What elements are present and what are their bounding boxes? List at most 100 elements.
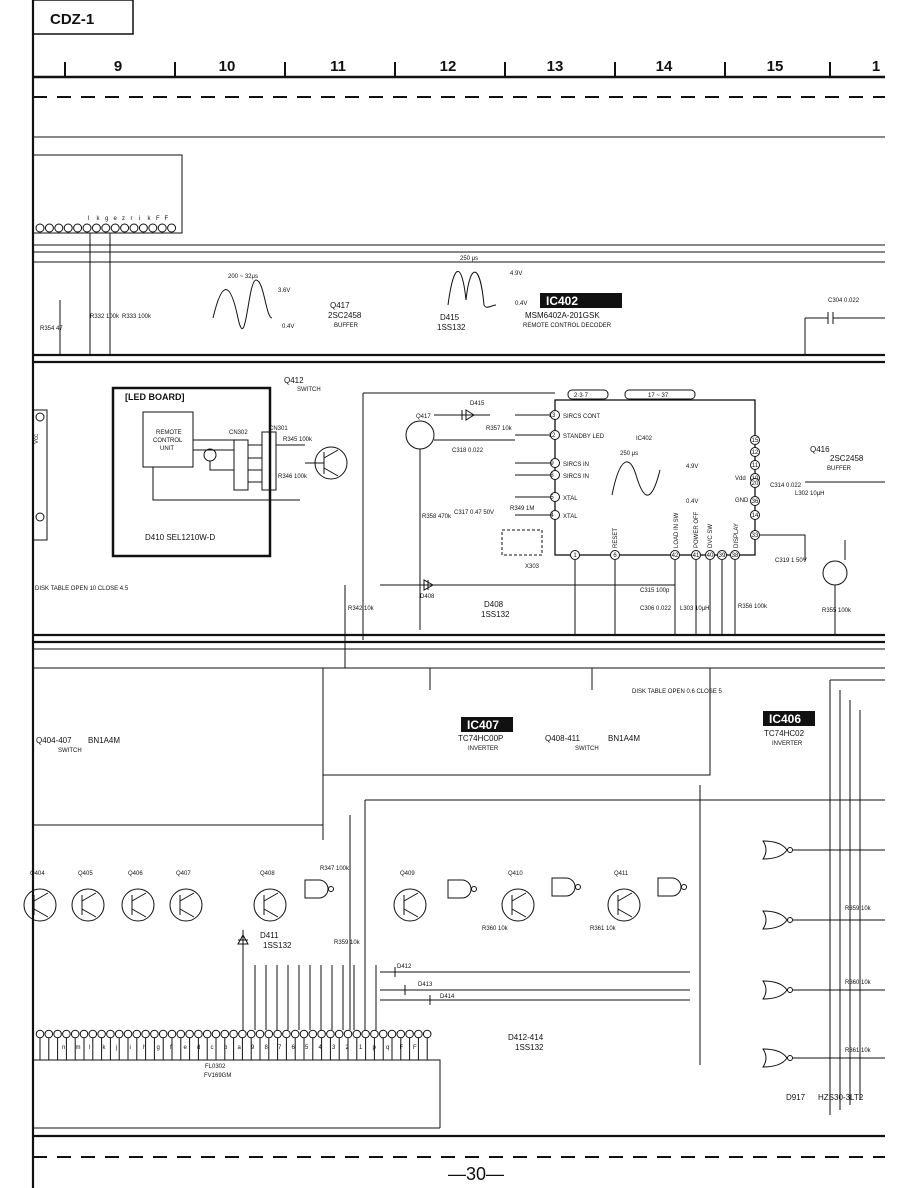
grid-pin: [352, 1029, 362, 1039]
svg-text:42: 42: [672, 553, 679, 559]
grid-pin: [396, 1029, 406, 1039]
grid-pin: [53, 1029, 62, 1039]
grid-pin: [422, 1029, 432, 1039]
transistor-ref: Q409: [400, 871, 415, 877]
transistor-symbol: [71, 888, 105, 922]
svg-text:5: 5: [550, 495, 554, 501]
ic402-pin: [750, 496, 760, 506]
nor-gate: [762, 980, 788, 1000]
grid-pin: [255, 1029, 265, 1039]
grid-pin: [202, 1029, 212, 1039]
column-number-1: 1: [872, 58, 880, 75]
svg-text:0.4V: 0.4V: [515, 301, 527, 307]
column-number-12: 12: [440, 58, 457, 75]
grid-pin-label: k: [103, 1045, 107, 1051]
grid-pin: [370, 1029, 379, 1039]
ic402-pin: [750, 510, 760, 520]
grid-pin: [405, 1029, 414, 1039]
svg-text:12: 12: [549, 433, 556, 439]
grid-pin-label: e: [184, 1045, 188, 1051]
model-tag: CDZ-1: [50, 11, 94, 28]
d411-part: 1SS132: [263, 941, 292, 950]
ic402-pin: [691, 550, 701, 560]
svg-text:R359 10k: R359 10k: [334, 940, 361, 946]
d408-part: 1SS132: [481, 610, 510, 619]
led-board-title: [LED BOARD]: [125, 392, 185, 402]
grid-pin-label: F: [400, 1045, 404, 1051]
svg-text:3.6V: 3.6V: [278, 288, 290, 294]
ic402-pin: [670, 550, 680, 560]
grid-pin-label: i: [130, 1045, 131, 1051]
svg-text:CN301: CN301: [269, 426, 288, 432]
grid-pin: [211, 1029, 221, 1039]
svg-text:0.4V: 0.4V: [686, 499, 698, 505]
svg-text:FV169GM: FV169GM: [204, 1073, 231, 1079]
grid-pin: [158, 1029, 168, 1039]
transistor-symbol: [121, 888, 155, 922]
grid-pin-label: f: [170, 1045, 172, 1051]
svg-text:C317 0.47 50V: C317 0.47 50V: [454, 510, 494, 516]
connector-pin: [120, 223, 130, 233]
svg-text:11: 11: [752, 463, 759, 469]
transistor-ref: Q410: [508, 871, 523, 877]
svg-text:Vdd: Vdd: [735, 476, 746, 482]
bus-lines: [33, 136, 885, 1138]
connector-pin: [63, 223, 73, 233]
q412-desc: SWITCH: [297, 387, 321, 393]
transistor-symbol: [169, 888, 203, 922]
grid-pin: [414, 1029, 423, 1039]
grid-pin: [88, 1029, 98, 1039]
svg-text:R361 10k: R361 10k: [845, 1048, 872, 1054]
transistor-symbol: [501, 888, 535, 922]
connector-pin-label: l: [88, 216, 89, 222]
grid-pin: [299, 1029, 309, 1039]
ic406-gates: [762, 840, 885, 1068]
q408-411-part: BN1A4M: [608, 734, 640, 743]
connector-pin-label: k: [148, 216, 152, 222]
waveform-ic402: 250 μs 4.9V 0.4V: [611, 451, 698, 505]
grid-pin: [141, 1029, 150, 1039]
svg-text:R358 470k: R358 470k: [422, 514, 452, 520]
ic407-badge: [461, 717, 513, 732]
svg-text:2·3·7: 2·3·7: [574, 393, 589, 399]
grid-pin: [282, 1029, 291, 1039]
nor-gate: [762, 910, 788, 930]
svg-text:R357 10k: R357 10k: [486, 426, 513, 432]
ic402-part: MSM6402A-201GSK: [525, 311, 600, 320]
svg-text:R360 10k: R360 10k: [482, 926, 509, 932]
svg-text:D408: D408: [420, 594, 435, 600]
ic402-pin: [570, 550, 580, 560]
svg-text:BUFFER: BUFFER: [827, 466, 852, 472]
d411-symbol: [237, 930, 249, 1030]
grid-pin: [44, 1029, 54, 1039]
grid-pin: [326, 1029, 335, 1039]
svg-text:L303 10μH: L303 10μH: [680, 606, 709, 612]
grid-pin-label: a: [238, 1045, 242, 1051]
ic402-pin-label: DISPLAY: [734, 523, 740, 548]
svg-text:R356 100k: R356 100k: [738, 604, 768, 610]
q417-part: 2SC2458: [328, 311, 362, 320]
ic402-pin-label: SIRCS IN: [563, 474, 589, 480]
connector-pin: [82, 223, 92, 233]
grid-pin: [185, 1029, 194, 1039]
svg-text:Q417: Q417: [416, 414, 431, 420]
grid-pin: [378, 1029, 388, 1039]
grid-pin: [273, 1029, 282, 1039]
grid-pin-label: m: [76, 1045, 81, 1051]
svg-text:33: 33: [752, 533, 759, 539]
grid-pin: [176, 1029, 186, 1039]
svg-text:CONTROL: CONTROL: [153, 438, 183, 444]
svg-text:X303: X303: [525, 564, 540, 570]
ic406-part: TC74HC02: [764, 729, 805, 738]
column-number-14: 14: [656, 58, 673, 75]
svg-text:R333 100k: R333 100k: [122, 314, 152, 320]
connector-pin-label: k: [97, 216, 101, 222]
svg-text:200 ~ 32μs: 200 ~ 32μs: [228, 274, 258, 280]
grid-pin: [246, 1029, 256, 1039]
grid-pin: [220, 1029, 230, 1039]
svg-text:R332 100k: R332 100k: [90, 314, 120, 320]
ic402-pin: [550, 410, 560, 420]
svg-text:C314 0.022: C314 0.022: [770, 483, 802, 489]
